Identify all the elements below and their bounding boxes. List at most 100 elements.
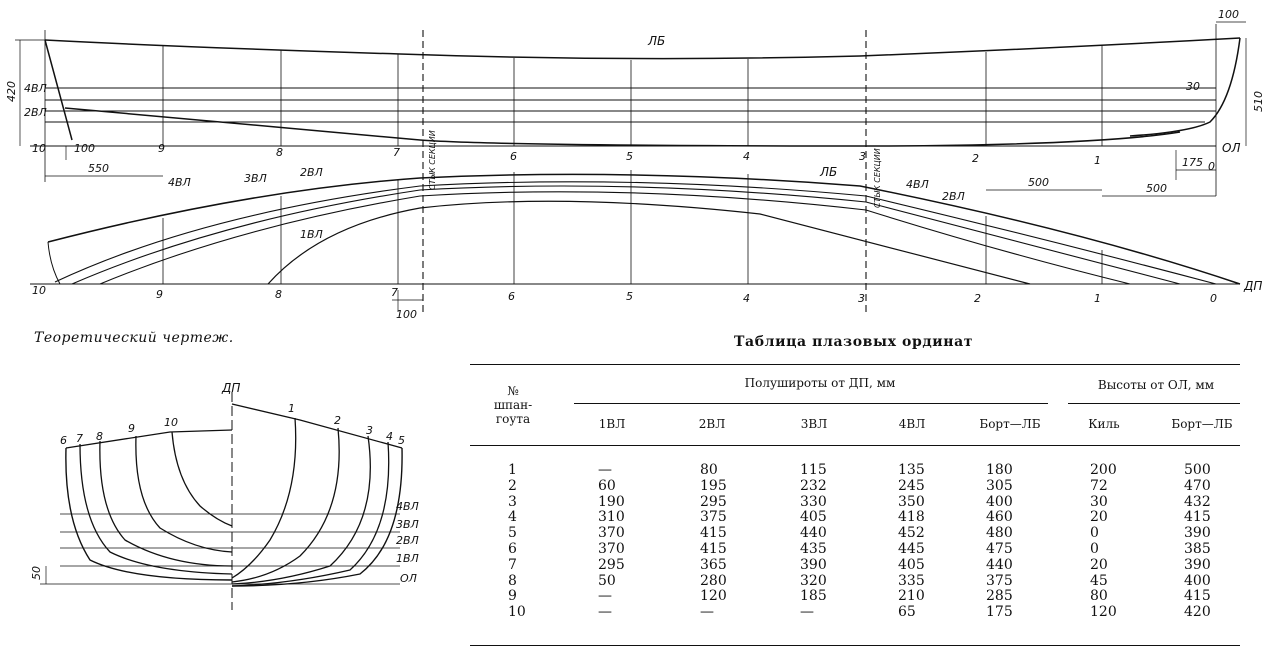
dim-100-bow: 100 (1218, 8, 1239, 21)
table-cell: 285 (986, 588, 1013, 605)
table-cell: 60 (598, 477, 616, 494)
body-wl1: 1ВЛ (396, 552, 419, 565)
frame-header: № шпан- гоута (493, 384, 533, 426)
table-cell: 30 (1090, 493, 1108, 510)
table-cell: 335 (898, 572, 925, 589)
table-cell: 475 (986, 541, 1013, 557)
plan-frame-10: 10 (32, 284, 46, 297)
col-bort-hb: Борт—ЛБ (979, 417, 1041, 431)
col-4vl: 4ВЛ (898, 417, 926, 431)
plan-frame-9: 9 (156, 288, 163, 301)
table-cell: 190 (598, 493, 625, 510)
plan-view (30, 170, 1241, 312)
table-cell: 415 (700, 525, 727, 542)
frame-number-cell: 10 (508, 604, 526, 621)
body-ol: ОЛ (400, 572, 417, 585)
table-cell: 415 (1184, 509, 1211, 526)
table-cell: 470 (1184, 477, 1211, 494)
plan-wl4-fwd: 4ВЛ (906, 178, 929, 191)
table-cell: — (800, 604, 814, 621)
frame-number-cell: 6 (508, 541, 517, 557)
table-cell: 440 (800, 525, 827, 542)
table-cell: 435 (800, 541, 827, 557)
joint-label-fwd: СТЫК СЕКЦИИ (873, 148, 882, 208)
table-cell: 460 (986, 509, 1013, 526)
table-cell: — (598, 462, 612, 478)
profile-frame-7: 7 (393, 146, 400, 159)
deck-line (47, 173, 1241, 285)
plan-labels: ЛБ ДП 4ВЛ 3ВЛ 2ВЛ 1ВЛ 4ВЛ 2ВЛ 100 10 9 8… (32, 165, 1262, 321)
frame-number-cell: 4 (508, 509, 517, 526)
table-cell: 365 (700, 556, 727, 573)
plan-dim-100: 100 (396, 308, 417, 321)
body-dim-50: 50 (30, 566, 43, 580)
plan-frame-8: 8 (275, 288, 282, 301)
table-cell: 80 (700, 462, 718, 478)
dp-label-body: ДП (221, 381, 240, 395)
table-cell: 305 (986, 477, 1013, 494)
profile-labels: ЛБ ОЛ 4ВЛ 2ВЛ 420 100 550 100 30 510 500… (5, 8, 1265, 208)
plan-frame-4: 4 (743, 292, 750, 305)
table-cell: 120 (700, 588, 727, 605)
table-cell: 420 (1184, 604, 1211, 621)
body-aft-6: 6 (60, 434, 67, 447)
joint-label-aft: СТЫК СЕКЦИИ (428, 130, 437, 190)
body-aft-9: 9 (128, 422, 135, 435)
table-cell: 295 (598, 556, 625, 573)
table-cell: 65 (898, 604, 916, 621)
body-fwd-5: 5 (398, 434, 405, 447)
table-cell: 280 (700, 572, 727, 589)
table-cell: 385 (1184, 541, 1211, 557)
table-bottom-rule (470, 645, 1240, 646)
table-cell: 20 (1090, 556, 1108, 573)
table-cell: 185 (800, 588, 827, 605)
table-cell: 390 (1184, 525, 1211, 542)
dim-420: 420 (5, 81, 18, 102)
col-1vl: 1ВЛ (598, 417, 626, 431)
plan-wl4-aft: 4ВЛ (168, 176, 191, 189)
table-cell: 120 (1090, 604, 1117, 621)
table-cell: 415 (700, 541, 727, 557)
body-plan (40, 392, 403, 610)
profile-frame-1: 1 (1094, 154, 1101, 167)
table-cell: 452 (898, 525, 925, 542)
table-cell: 390 (800, 556, 827, 573)
table-cell: 195 (700, 477, 727, 494)
table-cell: 72 (1090, 477, 1108, 494)
body-aft-8: 8 (96, 430, 103, 443)
profile-frame-3: 3 (859, 150, 866, 163)
table-top-rule (470, 364, 1240, 365)
table-cell: 400 (986, 493, 1013, 510)
keel-line (64, 107, 1181, 147)
plan-frame-0: 0 (1210, 292, 1217, 305)
table-cell: 370 (598, 541, 625, 557)
halfbreadth-group-header: Полушироты от ДП, мм (744, 376, 896, 390)
table-cell: 400 (1184, 572, 1211, 589)
profile-frame-4: 4 (743, 150, 750, 163)
plan-frame-6: 6 (508, 290, 515, 303)
table-cell: 500 (1184, 462, 1211, 478)
dim-500-a: 500 (1028, 176, 1049, 189)
wl2-label-profile: 2ВЛ (24, 106, 47, 119)
table-cell: 210 (898, 588, 925, 605)
profile-frame-10: 10 (32, 142, 46, 155)
table-cell: 445 (898, 541, 925, 557)
table-cell: 45 (1090, 572, 1108, 589)
table-cell: 135 (898, 462, 925, 478)
body-fwd-4: 4 (386, 430, 393, 443)
plan-wl2-fwd: 2ВЛ (942, 190, 965, 203)
table-cell: 432 (1184, 493, 1211, 510)
dim-550: 550 (88, 162, 109, 175)
frame-number-cell: 5 (508, 525, 517, 542)
table-cell: 232 (800, 477, 827, 494)
frame-number-cell: 1 (508, 462, 517, 478)
profile-view (15, 21, 1247, 315)
dim-500-b: 500 (1146, 182, 1167, 195)
dim-100-stern: 100 (74, 142, 95, 155)
dim-175: 175 (1182, 156, 1203, 169)
frame-number-cell: 7 (508, 556, 517, 573)
table-cell: 350 (898, 493, 925, 510)
table-title: Таблица плазовых ординат (734, 334, 974, 350)
table-cell: 115 (800, 462, 827, 478)
profile-frame-6: 6 (510, 150, 517, 163)
